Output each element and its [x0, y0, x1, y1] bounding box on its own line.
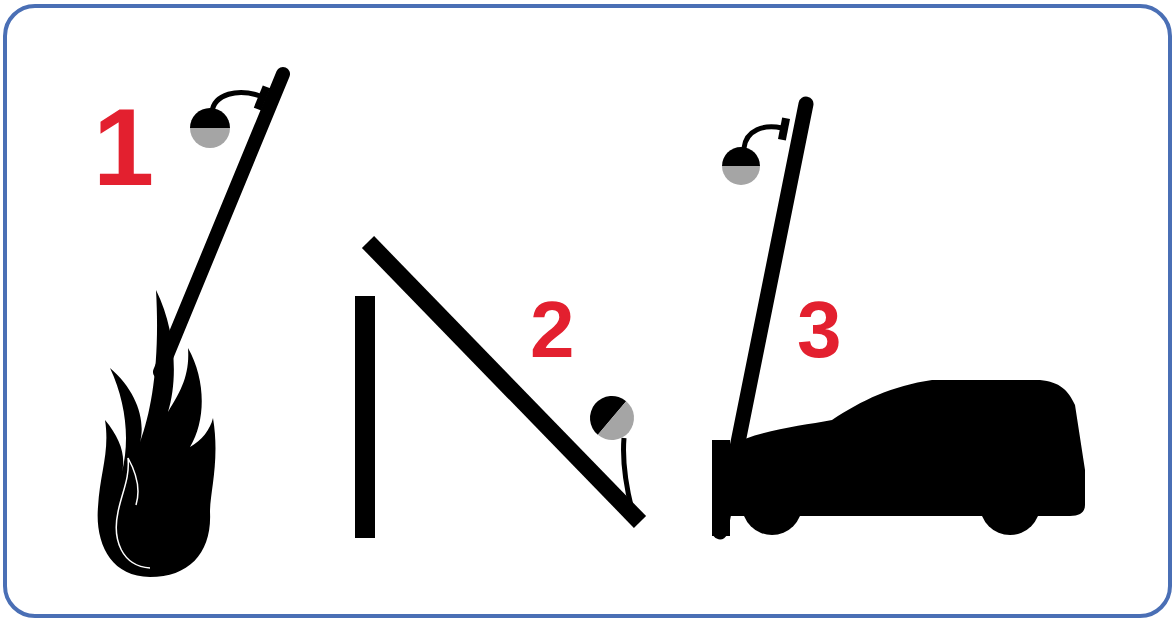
lamp-bracket: [620, 503, 638, 521]
car-wheel: [980, 475, 1040, 535]
lamp-arm: [623, 438, 632, 510]
pole-stub: [355, 296, 375, 538]
callout-number: 3: [797, 290, 842, 370]
flame-detail: [116, 458, 150, 568]
car-wheel: [742, 475, 802, 535]
fallen-pole: [355, 242, 643, 538]
frame-border: [5, 6, 1170, 616]
lamp-globe: [190, 128, 230, 148]
callout-number: 2: [530, 290, 575, 370]
lamp-bracket: [254, 85, 270, 110]
lamp-head: [722, 147, 760, 166]
car-collision: [712, 104, 1085, 536]
fire-symbol: [98, 290, 216, 577]
lamp-pole: [160, 74, 283, 372]
callout-number: 1: [93, 92, 154, 202]
lamp-globe: [598, 401, 643, 449]
lamp-pole: [368, 242, 640, 522]
lamp-globe: [722, 166, 760, 185]
lamp-head: [190, 108, 230, 128]
lamp-arm: [744, 127, 782, 148]
lamp-arm: [212, 93, 260, 112]
